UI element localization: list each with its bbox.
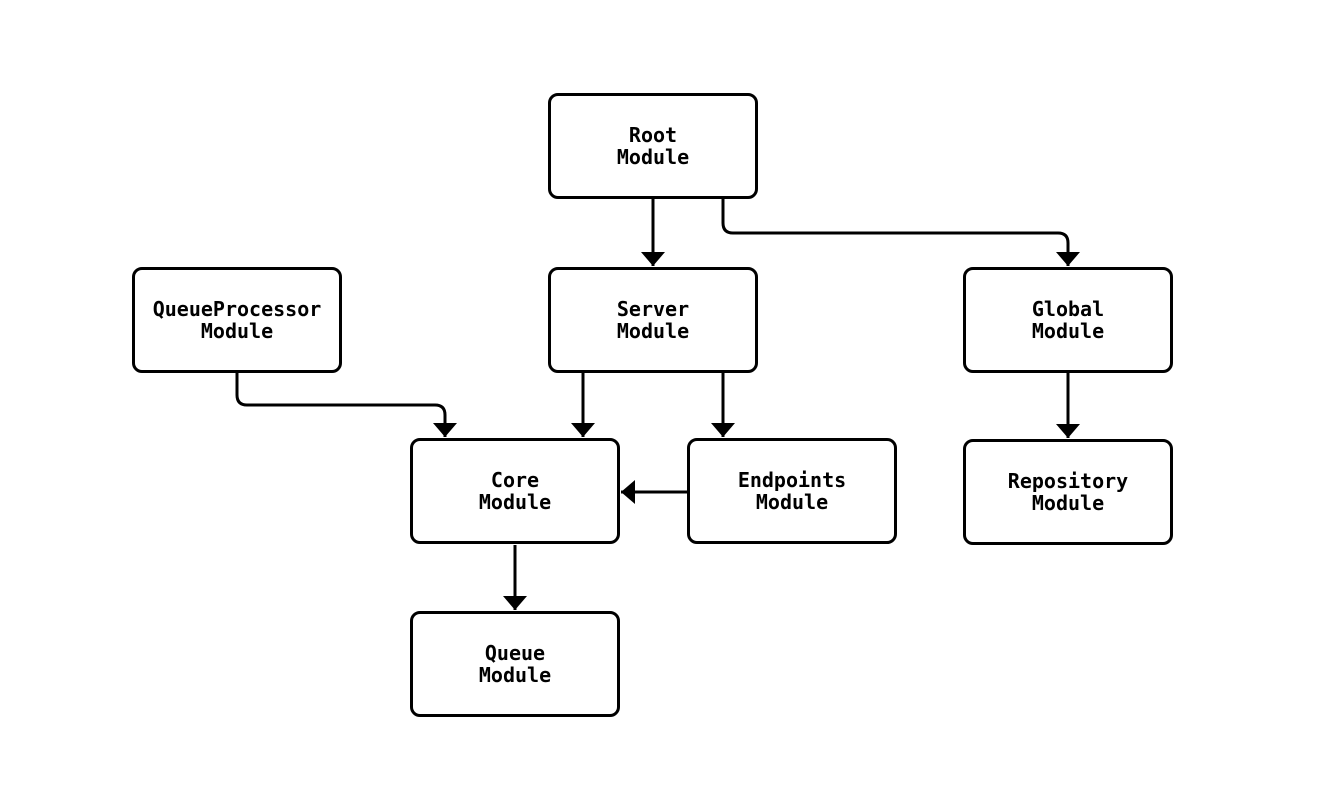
- node-root-module: Root Module: [548, 93, 758, 199]
- node-queueprocessor-module: QueueProcessor Module: [132, 267, 342, 373]
- edge-root-to-global: [721, 198, 1080, 266]
- edge-queueprocessor-to-core: [235, 373, 457, 437]
- node-core-module: Core Module: [410, 438, 620, 544]
- node-global-module-label: Global Module: [1031, 297, 1105, 343]
- node-root-module-label: Root Module: [616, 123, 690, 169]
- node-core-module-label: Core Module: [478, 468, 552, 514]
- node-server-module-label: Server Module: [616, 297, 690, 343]
- node-endpoints-module-label: Endpoints Module: [737, 468, 847, 514]
- node-queue-module: Queue Module: [410, 611, 620, 717]
- node-repository-module: Repository Module: [963, 439, 1173, 545]
- node-queueprocessor-module-label: QueueProcessor Module: [152, 297, 322, 343]
- node-global-module: Global Module: [963, 267, 1173, 373]
- node-repository-module-label: Repository Module: [1007, 469, 1129, 515]
- node-server-module: Server Module: [548, 267, 758, 373]
- node-queue-module-label: Queue Module: [478, 641, 552, 687]
- node-endpoints-module: Endpoints Module: [687, 438, 897, 544]
